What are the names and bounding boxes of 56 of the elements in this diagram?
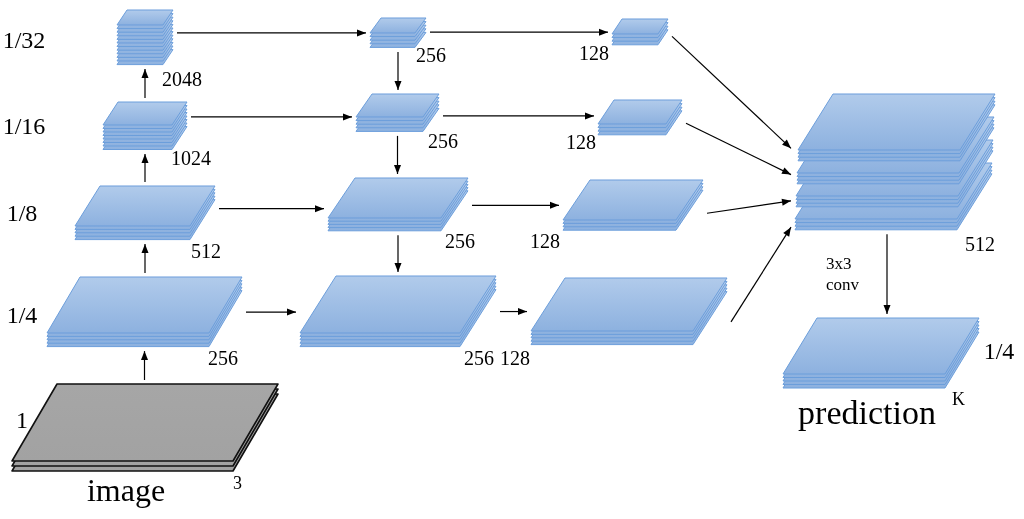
- stack-title: image: [86, 474, 166, 506]
- arrow: [429, 28, 609, 36]
- arrow: [394, 135, 401, 175]
- arrow: [499, 308, 528, 316]
- channel-count: 256: [416, 45, 446, 65]
- arrow: [394, 51, 402, 91]
- concatenated-feature-stack: [794, 93, 996, 232]
- channel-count: 256: [464, 348, 494, 368]
- channel-count: 512: [191, 241, 221, 261]
- feature-map-stack: [611, 18, 669, 47]
- channel-count: 256: [208, 348, 238, 368]
- channel-count: 1024: [171, 148, 211, 168]
- arrow: [883, 233, 891, 315]
- feature-map-stack: [597, 99, 683, 137]
- feature-map-stack: [102, 101, 188, 151]
- scale-label: 1: [16, 408, 28, 432]
- arrow: [245, 308, 297, 316]
- feature-map-stack: [299, 275, 497, 349]
- arrow: [730, 226, 792, 323]
- scale-fraction: 1/4: [983, 339, 1015, 363]
- arrow: [141, 68, 149, 99]
- feature-map-stack: [46, 276, 243, 349]
- channel-count: 128: [530, 231, 560, 251]
- scale-fraction: 1/32: [2, 28, 46, 52]
- stack-title: prediction: [798, 396, 936, 430]
- arrow: [671, 35, 792, 149]
- channel-count: 128: [579, 43, 609, 63]
- scale-fraction: 1/8: [6, 201, 38, 225]
- arrow: [141, 243, 149, 274]
- channel-count: 128: [566, 132, 596, 152]
- arrow: [706, 198, 792, 214]
- channel-count: 256: [428, 131, 458, 151]
- channel-count: 256: [445, 231, 475, 251]
- arrow: [141, 350, 148, 381]
- arrow: [176, 29, 367, 37]
- feature-map-stack: [369, 17, 427, 49]
- arrow: [141, 153, 149, 183]
- scale-fraction: 1/4: [6, 303, 38, 327]
- feature-map-stack: [74, 185, 216, 242]
- feature-map-stack: [327, 177, 469, 233]
- channel-count: 3: [233, 474, 242, 492]
- arrow: [218, 205, 325, 213]
- arrow: [685, 122, 792, 176]
- channel-count: 512: [965, 234, 995, 254]
- feature-map-stack: [530, 277, 728, 347]
- arrow: [190, 113, 353, 121]
- channel-count: 128: [500, 348, 530, 368]
- channel-count: 2048: [162, 69, 202, 89]
- scale-fraction: 1/16: [2, 114, 46, 138]
- feature-map-stack: [562, 179, 704, 232]
- channel-count: K: [952, 390, 965, 408]
- arrow: [471, 201, 560, 209]
- arrow: [442, 112, 595, 120]
- arrow: [394, 234, 402, 273]
- feature-map-stack: [116, 9, 174, 67]
- feature-map-stack: [355, 93, 440, 133]
